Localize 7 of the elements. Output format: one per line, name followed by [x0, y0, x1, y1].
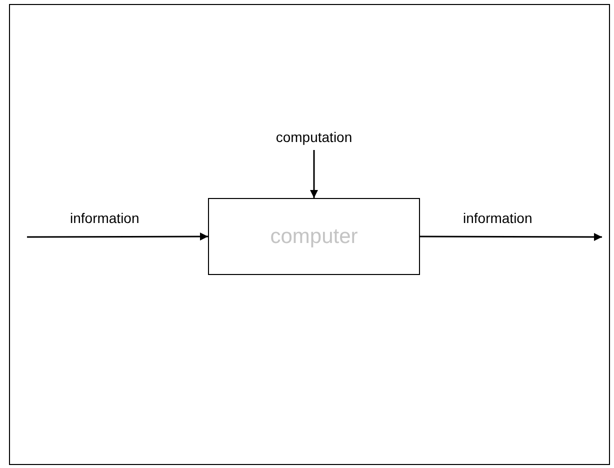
process-box: computer: [208, 198, 420, 275]
arrow: [310, 150, 318, 198]
arrow: [27, 232, 208, 241]
edge-label: information: [463, 210, 532, 226]
input-label: computation: [262, 126, 366, 148]
arrow: [420, 232, 602, 241]
edge-label: information: [70, 210, 140, 226]
